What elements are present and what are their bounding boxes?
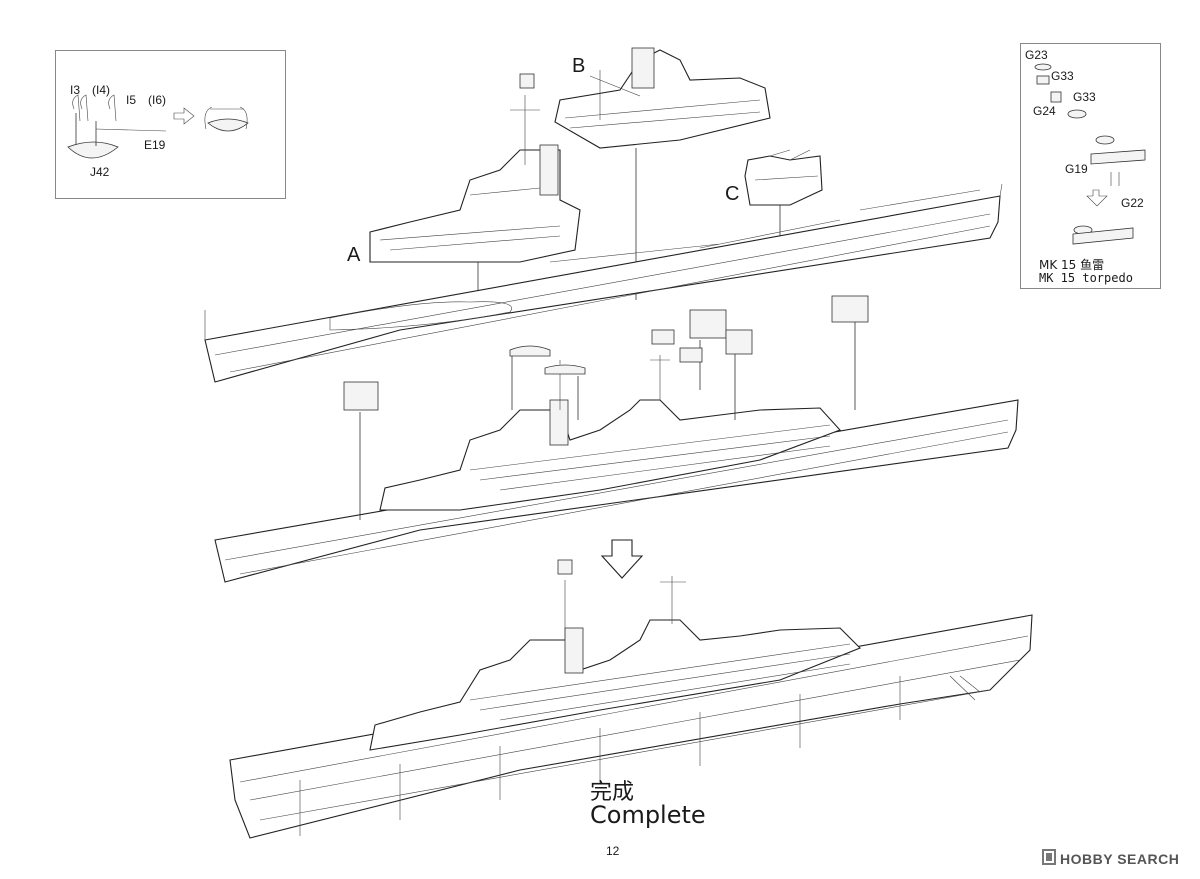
boat-inset-drawing: [67, 94, 249, 159]
subassembly-label-c: C: [725, 183, 740, 205]
inset-part-label: J42: [90, 165, 110, 179]
inset-part-label: G33: [1073, 90, 1096, 104]
inset-part-label: (I4): [92, 83, 110, 97]
subassembly-label-a: A: [347, 244, 361, 266]
torpedo-inset-drawing: [1034, 63, 1146, 245]
inset-part-label: E19: [144, 138, 166, 152]
step-arrow: [600, 539, 644, 579]
complete-caption-en: Complete: [590, 801, 706, 829]
subassembly-label-b: B: [572, 55, 586, 77]
hull-complete: [229, 559, 1033, 839]
complete-caption-cn: 完成: [590, 780, 635, 805]
subassembly-c: [744, 149, 823, 252]
torpedo-caption-cn: MK 15 鱼雷: [1039, 258, 1105, 272]
hobby-search-logo-icon: [1042, 849, 1056, 865]
hull-step-2: [214, 295, 1019, 583]
inset-part-label: G22: [1121, 196, 1144, 210]
inset-part-label: G23: [1025, 48, 1048, 62]
inset-part-label: I3: [70, 83, 81, 97]
page-number: 12: [606, 844, 620, 858]
inset-part-label: G33: [1051, 69, 1074, 83]
subassembly-a: [369, 73, 581, 305]
inset-part-label: I5: [126, 93, 137, 107]
boat-assembly-inset: I3 (I4) I5 (I6) E19 J42: [55, 50, 286, 199]
subassembly-b: [554, 47, 771, 300]
watermark-text: HOBBY SEARCH: [1060, 851, 1180, 867]
torpedo-caption-en: MK 15 torpedo: [1039, 271, 1133, 285]
inset-part-label: (I6): [148, 93, 166, 107]
inset-part-label: G19: [1065, 162, 1088, 176]
torpedo-assembly-inset: G23 G33 G33 G24 G19 G22 MK 15 鱼雷 MK 15 t…: [1020, 43, 1161, 289]
hull-step-1: [204, 183, 1003, 383]
inset-part-label: G24: [1033, 104, 1056, 118]
